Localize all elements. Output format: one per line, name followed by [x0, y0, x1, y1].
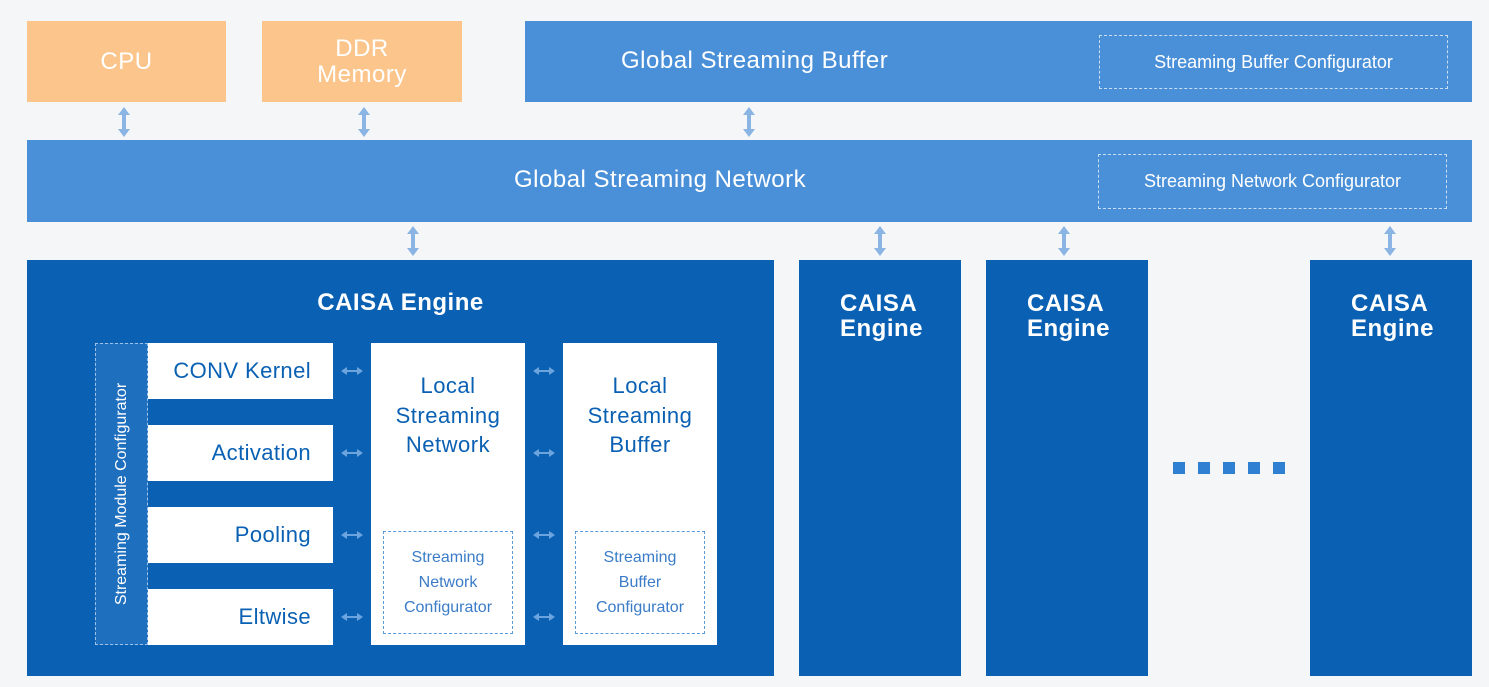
ellipsis-dot — [1223, 462, 1235, 474]
local-buffer-title: Local Streaming Buffer — [563, 371, 717, 460]
engine2-network-arrow-icon — [874, 226, 886, 256]
module-pooling: Pooling — [148, 507, 333, 563]
caisa-engine-main-title: CAISA Engine — [317, 289, 484, 316]
streaming-buffer-configurator: Streaming Buffer Configurator — [1099, 35, 1448, 89]
local-buffer-title-line2: Streaming — [587, 402, 693, 428]
ellipsis-dot — [1273, 462, 1285, 474]
conv-network-arrow-icon — [341, 367, 363, 375]
ellipsis-icon — [1173, 462, 1285, 474]
streaming-module-configurator-label: Streaming Module Configurator — [112, 382, 130, 606]
ddr-network-arrow-icon — [358, 107, 370, 137]
local-streaming-buffer: Local Streaming Buffer Streaming Buffer … — [563, 343, 717, 645]
streaming-network-configurator: Streaming Network Configurator — [1098, 154, 1447, 209]
network-buffer-arrow1-icon — [533, 367, 555, 375]
eltwise-network-arrow-icon — [341, 613, 363, 621]
local-network-cfg-line2: Network — [418, 574, 478, 591]
caisa-engine-2-title: CAISA Engine — [840, 291, 923, 341]
global-streaming-buffer: Global Streaming Buffer Streaming Buffer… — [525, 21, 1472, 102]
ellipsis-dot — [1198, 462, 1210, 474]
ellipsis-dot — [1248, 462, 1260, 474]
local-network-cfg-line3: Configurator — [403, 599, 493, 616]
caisa-engine-2-title-line2: Engine — [840, 315, 924, 342]
local-buffer-cfg-line1: Streaming — [603, 549, 677, 566]
streaming-module-configurator: Streaming Module Configurator — [95, 343, 148, 645]
local-buffer-cfg-line2: Buffer — [618, 574, 662, 591]
caisa-engine-4: CAISA Engine — [1310, 260, 1472, 676]
cpu-label: CPU — [100, 47, 153, 75]
caisa-engine-3-title: CAISA Engine — [1027, 291, 1110, 341]
ddr-label-line2: Memory — [317, 60, 407, 88]
module-eltwise-label: Eltwise — [238, 604, 311, 629]
buffer-network-arrow-icon — [743, 107, 755, 137]
engine3-network-arrow-icon — [1058, 226, 1070, 256]
local-network-title-line2: Streaming — [395, 402, 501, 428]
caisa-engine-4-title-line2: Engine — [1351, 315, 1435, 342]
caisa-engine-main: CAISA Engine Streaming Module Configurat… — [27, 260, 774, 676]
local-network-configurator: Streaming Network Configurator — [383, 531, 513, 634]
module-activation-label: Activation — [211, 440, 311, 465]
ddr-label-line1: DDR — [335, 34, 389, 62]
caisa-engine-4-title-line1: CAISA — [1351, 290, 1429, 317]
module-pooling-label: Pooling — [234, 522, 311, 547]
activation-network-arrow-icon — [341, 449, 363, 457]
caisa-engine-3-title-line2: Engine — [1027, 315, 1111, 342]
module-conv-kernel-label: CONV Kernel — [173, 358, 311, 383]
caisa-engine-3: CAISA Engine — [986, 260, 1148, 676]
caisa-engine-4-title: CAISA Engine — [1351, 291, 1434, 341]
cpu-network-arrow-icon — [118, 107, 130, 137]
local-network-title: Local Streaming Network — [371, 371, 525, 460]
local-network-title-line3: Network — [405, 432, 491, 457]
global-streaming-network: Global Streaming Network Streaming Netwo… — [27, 140, 1472, 222]
network-buffer-arrow2-icon — [533, 449, 555, 457]
local-buffer-title-line3: Buffer — [609, 432, 671, 457]
local-buffer-title-line1: Local — [612, 373, 668, 398]
local-streaming-network: Local Streaming Network Streaming Networ… — [371, 343, 525, 645]
caisa-engine-3-title-line1: CAISA — [1027, 290, 1105, 317]
engine4-network-arrow-icon — [1384, 226, 1396, 256]
ellipsis-dot — [1173, 462, 1185, 474]
module-eltwise: Eltwise — [148, 589, 333, 645]
cpu-box: CPU — [27, 21, 226, 102]
pooling-network-arrow-icon — [341, 531, 363, 539]
ddr-memory-box: DDR Memory — [262, 21, 462, 102]
local-buffer-cfg-line3: Configurator — [595, 599, 685, 616]
global-buffer-title: Global Streaming Buffer — [621, 47, 889, 74]
local-buffer-configurator: Streaming Buffer Configurator — [575, 531, 705, 634]
local-network-title-line1: Local — [420, 373, 476, 398]
caisa-engine-2-title-line1: CAISA — [840, 290, 918, 317]
local-network-cfg-line1: Streaming — [411, 549, 485, 566]
network-buffer-arrow4-icon — [533, 613, 555, 621]
engine1-network-arrow-icon — [407, 226, 419, 256]
module-activation: Activation — [148, 425, 333, 481]
global-network-title: Global Streaming Network — [514, 166, 807, 193]
module-conv-kernel: CONV Kernel — [148, 343, 333, 399]
network-buffer-arrow3-icon — [533, 531, 555, 539]
caisa-engine-2: CAISA Engine — [799, 260, 961, 676]
